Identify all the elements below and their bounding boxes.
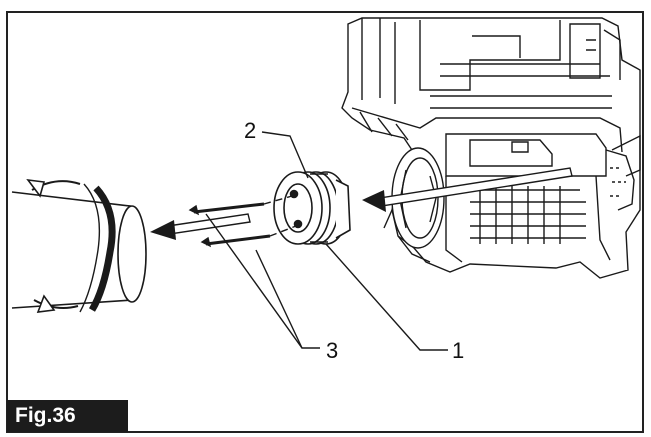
tube (11, 178, 147, 313)
screws (188, 195, 297, 248)
figure-label: Fig.36 (7, 400, 128, 432)
figure-frame (6, 11, 644, 433)
leader-line-3b (255, 249, 303, 349)
removal-arrow (362, 167, 573, 212)
callout-3: 3 (326, 338, 338, 363)
tool-body (341, 17, 641, 279)
leader-line-1 (325, 243, 448, 351)
callout-2: 2 (244, 118, 256, 143)
fan-assembly (273, 171, 351, 245)
leader-line-2 (261, 131, 309, 179)
callout-1: 1 (452, 338, 464, 363)
leader-lines (205, 131, 448, 351)
direction-arrow (150, 213, 251, 240)
